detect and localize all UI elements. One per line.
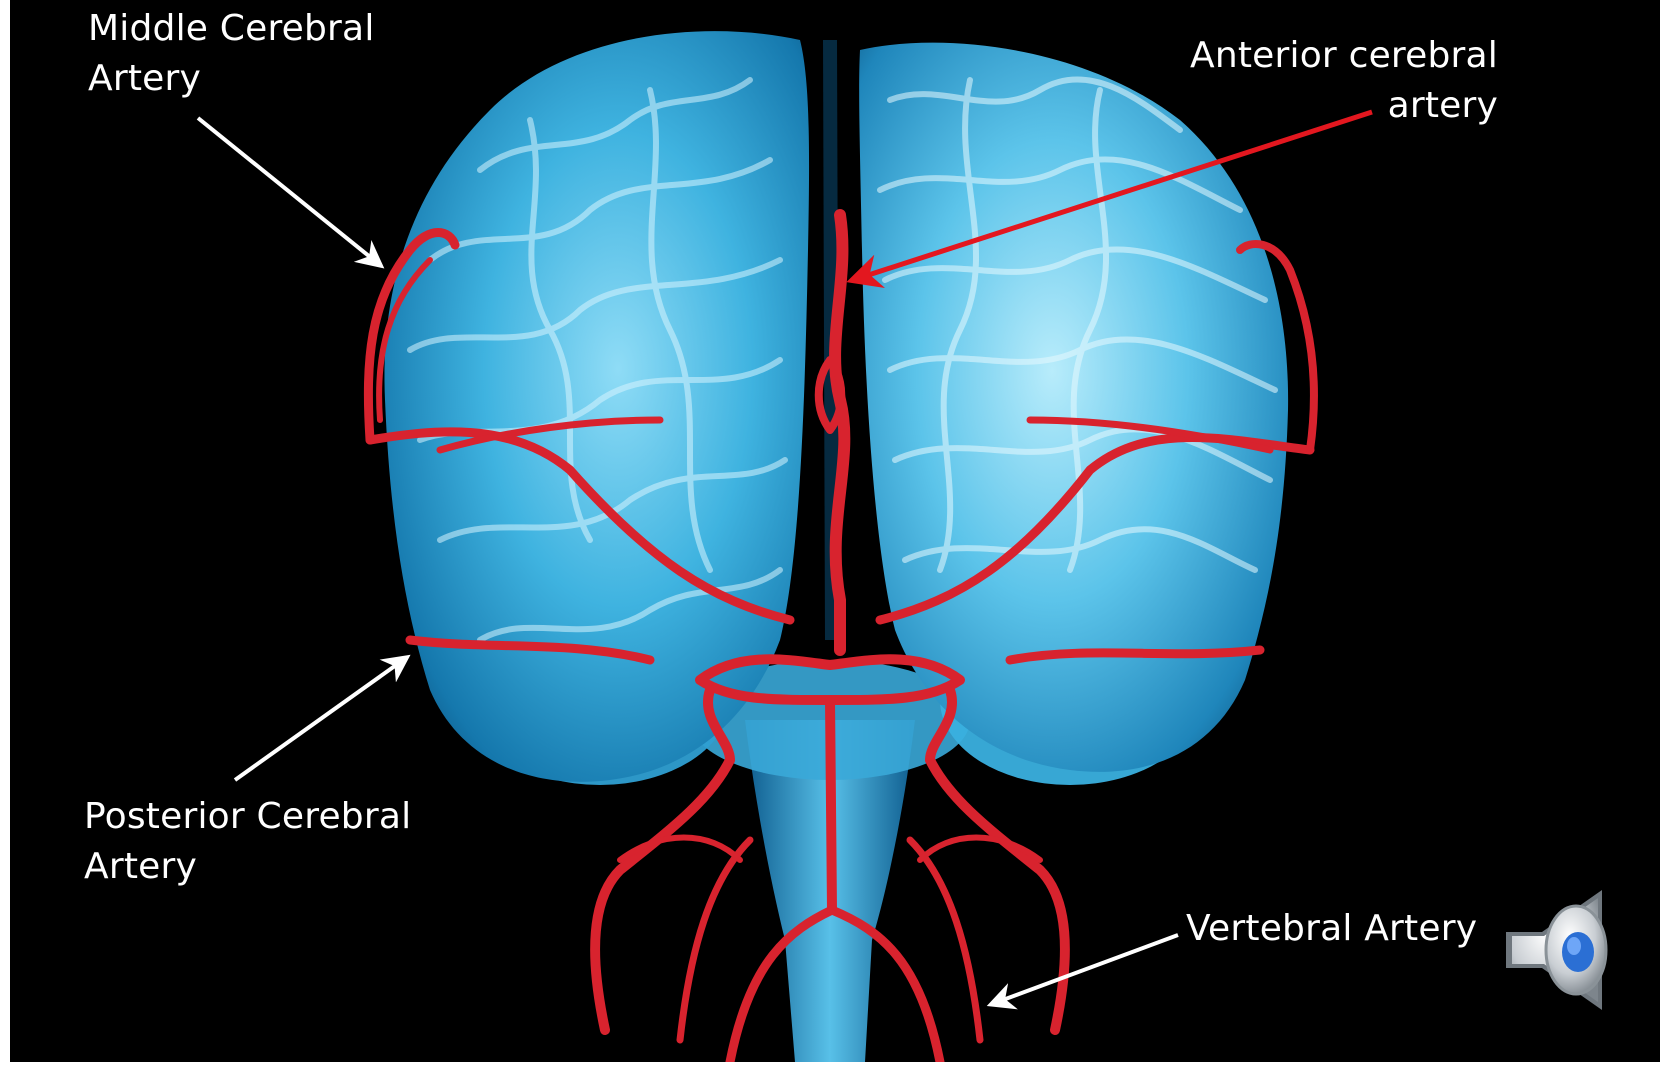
posterior-cerebral-pointer: [235, 658, 406, 780]
middle-cerebral-artery-label: Middle Cerebral Artery: [88, 4, 375, 104]
vertebral-artery-label: Vertebral Artery: [1186, 904, 1477, 954]
label-line: Artery: [84, 842, 411, 892]
anterior-cerebral-artery-label: Anterior cerebral artery: [1190, 31, 1498, 131]
posterior-cerebral-artery-label: Posterior Cerebral Artery: [84, 792, 411, 892]
slide: Middle Cerebral Artery Anterior cerebral…: [10, 0, 1660, 1062]
label-line: artery: [1190, 81, 1498, 131]
left-hemisphere: [384, 31, 809, 782]
label-line: Middle Cerebral: [88, 4, 375, 54]
basilar-artery: [830, 700, 832, 910]
label-line: Anterior cerebral: [1190, 31, 1498, 81]
vertebral-pointer: [992, 935, 1178, 1004]
label-line: Artery: [88, 54, 375, 104]
brain-artery-illustration: [10, 0, 1660, 1062]
speaker-icon[interactable]: [1498, 880, 1638, 1020]
label-line: Posterior Cerebral: [84, 792, 411, 842]
middle-cerebral-pointer: [198, 118, 380, 265]
